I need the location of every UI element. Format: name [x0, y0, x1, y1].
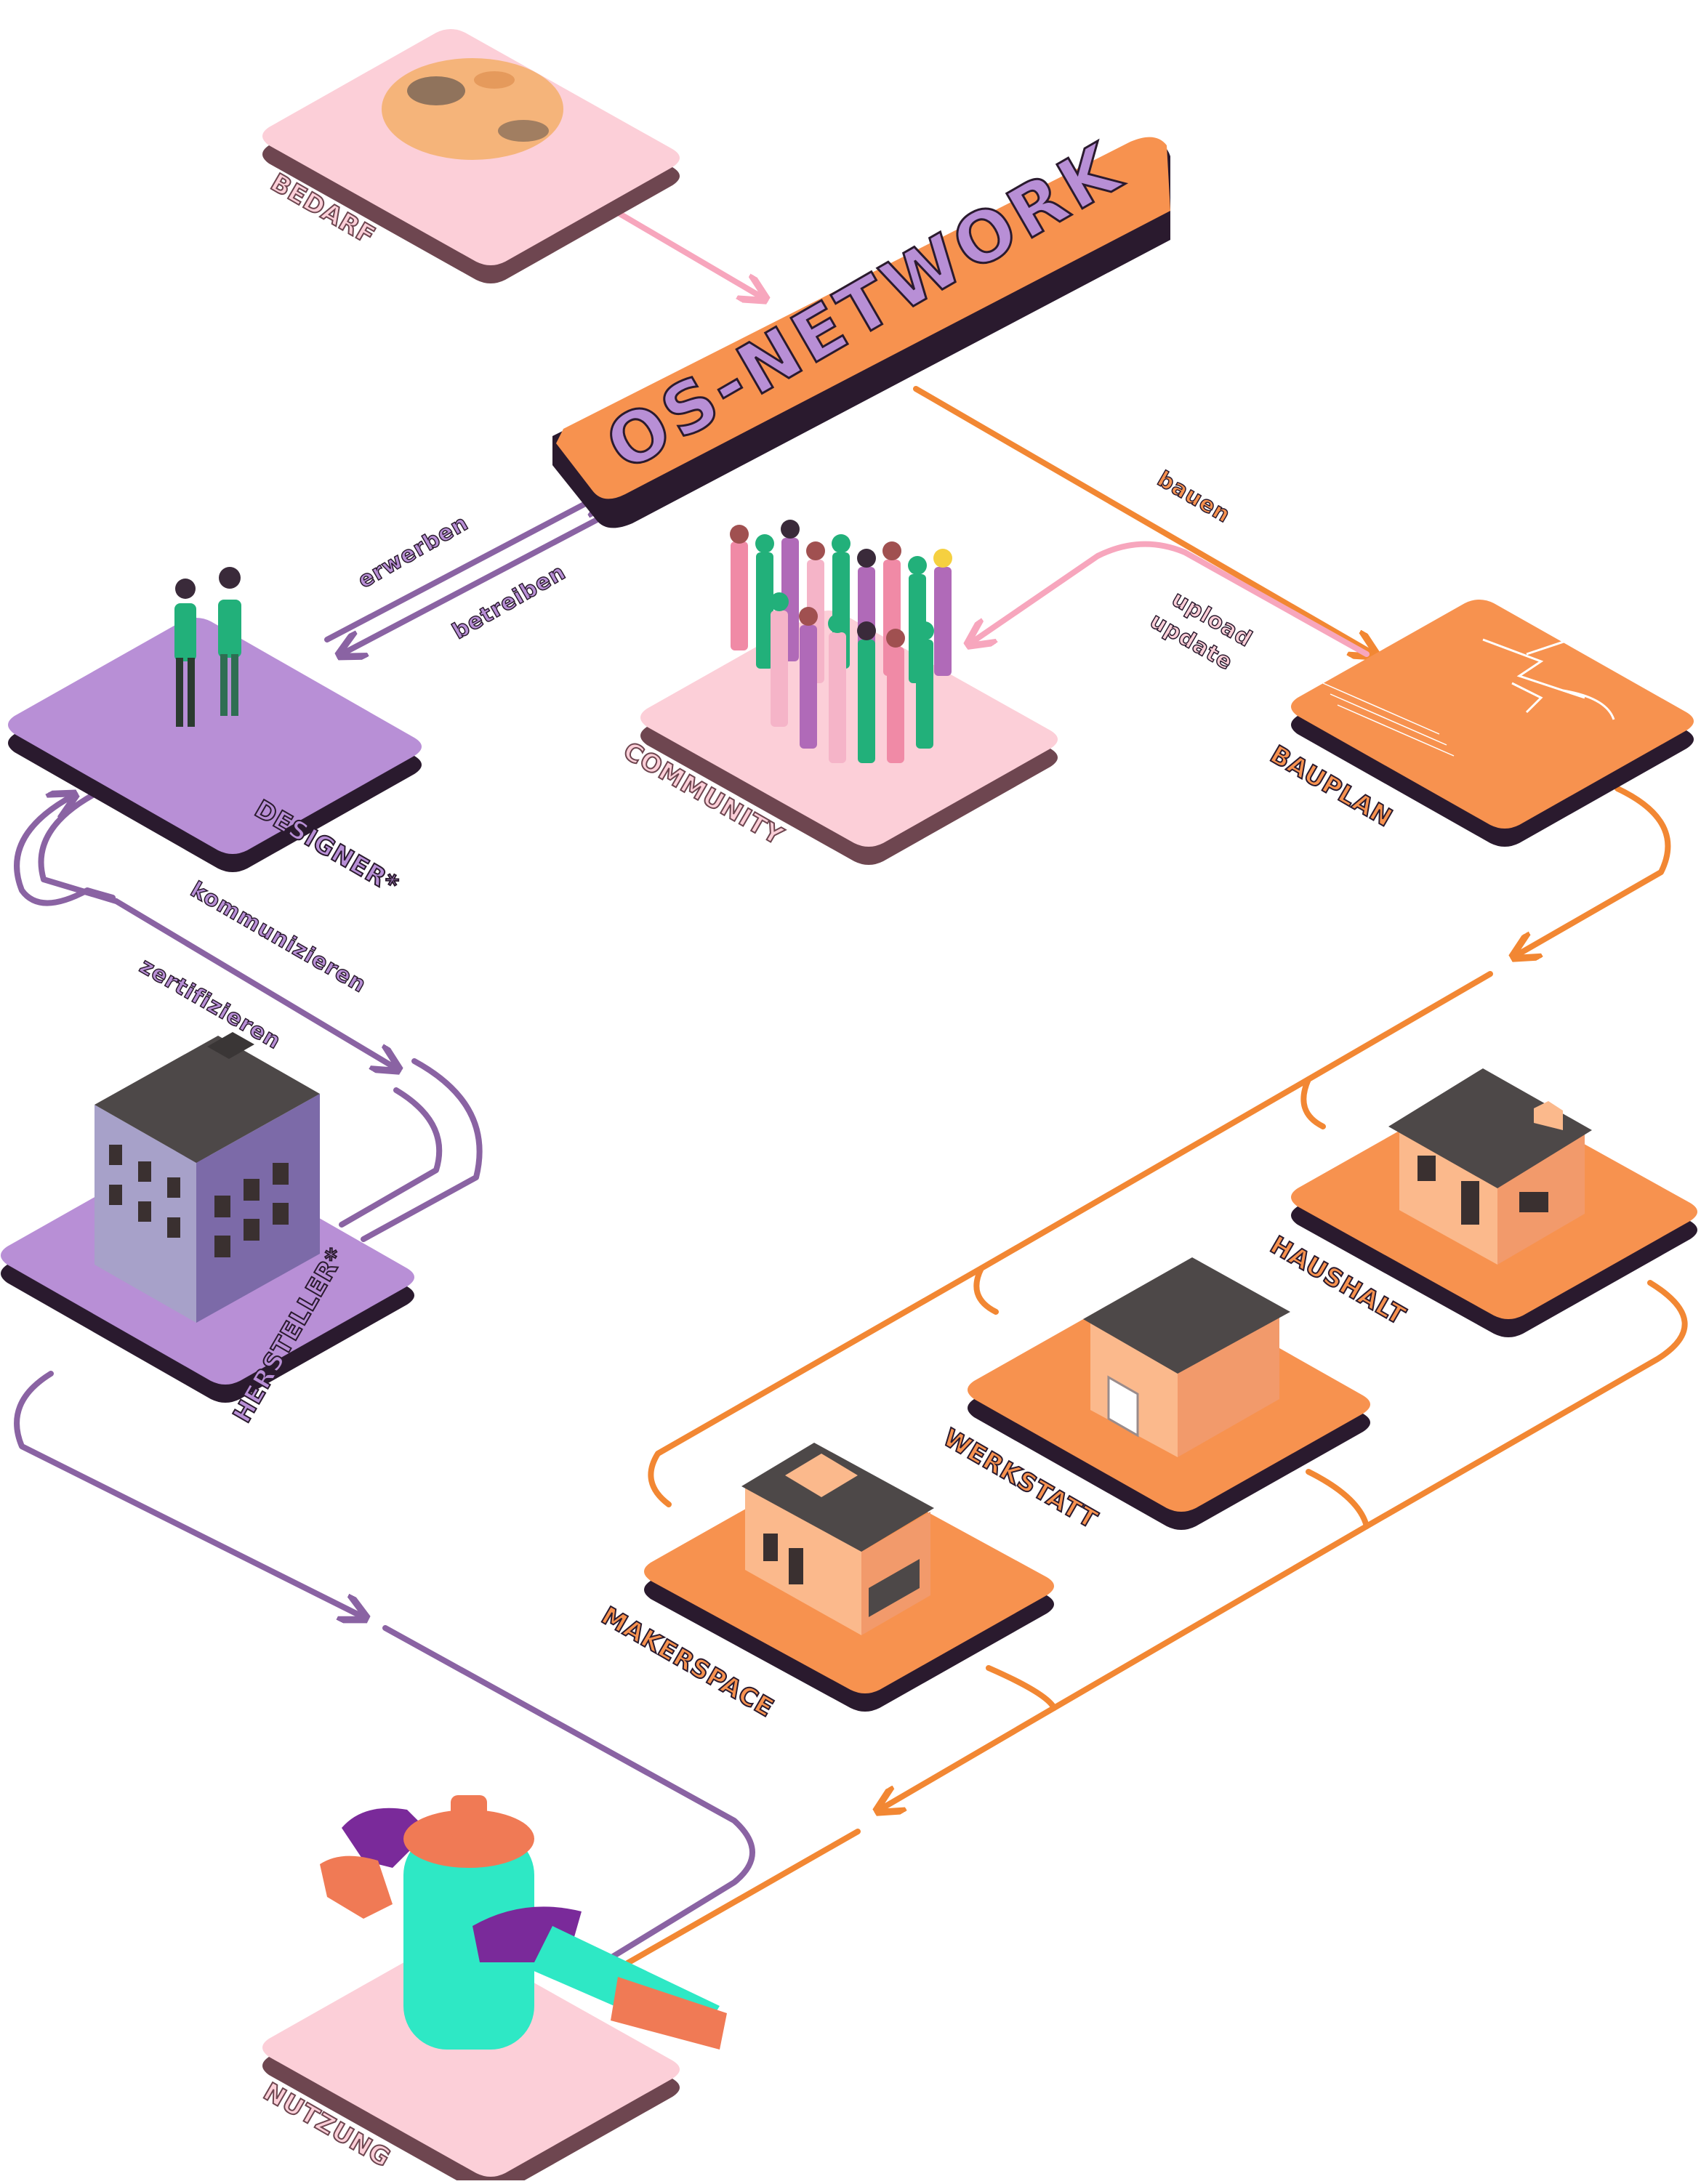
edge-hersteller-nutzung-2 — [382, 1625, 755, 1965]
edge-zertifizieren-return — [361, 1058, 483, 1242]
edge-bauen — [913, 386, 1374, 654]
factory-building-icon — [94, 1032, 320, 1323]
edge-werkstatt-return — [1051, 1469, 1370, 1711]
node-makerspace — [644, 1443, 1054, 1712]
crowd-icon — [730, 520, 952, 763]
node-designer — [8, 567, 422, 872]
label-zertifizieren: zertifizieren — [135, 954, 285, 1055]
node-nutzung — [262, 1795, 727, 2184]
node-werkstatt — [968, 1257, 1370, 1530]
label-bauen: bauen — [1153, 467, 1235, 528]
crumble-pile-icon — [382, 58, 563, 160]
edge-split-haushalt — [1300, 1076, 1326, 1129]
edge-bauplan-out — [1516, 786, 1671, 956]
edge-erwerben — [324, 494, 603, 642]
edge-hersteller-nutzung — [14, 1371, 363, 1617]
blueprint-icon — [1322, 638, 1615, 757]
house-icon — [1388, 1068, 1592, 1265]
vacuum-cleaner-icon — [320, 1795, 727, 2050]
edge-split-werkstatt — [973, 1265, 999, 1315]
edge-makerspace-return — [880, 1665, 1057, 1810]
node-haushalt — [1291, 1068, 1697, 1337]
edge-split-main — [648, 971, 1493, 1507]
edge-to-nutzung — [600, 1829, 861, 1980]
node-bedarf — [262, 29, 680, 283]
node-hersteller — [1, 1032, 414, 1403]
label-erwerben: erwerben — [354, 510, 473, 594]
label-betreiben: betreiben — [449, 560, 571, 645]
edge-haushalt-return — [1364, 1280, 1688, 1529]
connections — [14, 197, 1688, 1980]
node-community — [640, 520, 1058, 865]
designer-people-icon — [174, 567, 241, 727]
edge-kommunizieren-return — [339, 1087, 443, 1228]
edge-bedarf-network — [593, 197, 763, 298]
label-kommunizieren: kommunizieren — [186, 877, 371, 999]
edge-upload-update — [970, 541, 1370, 657]
edge-betreiben — [342, 506, 621, 654]
makerspace-building-icon — [741, 1443, 934, 1635]
workshop-icon — [1083, 1257, 1290, 1457]
node-bauplan — [1291, 600, 1694, 847]
edge-zertifizieren — [14, 796, 116, 906]
